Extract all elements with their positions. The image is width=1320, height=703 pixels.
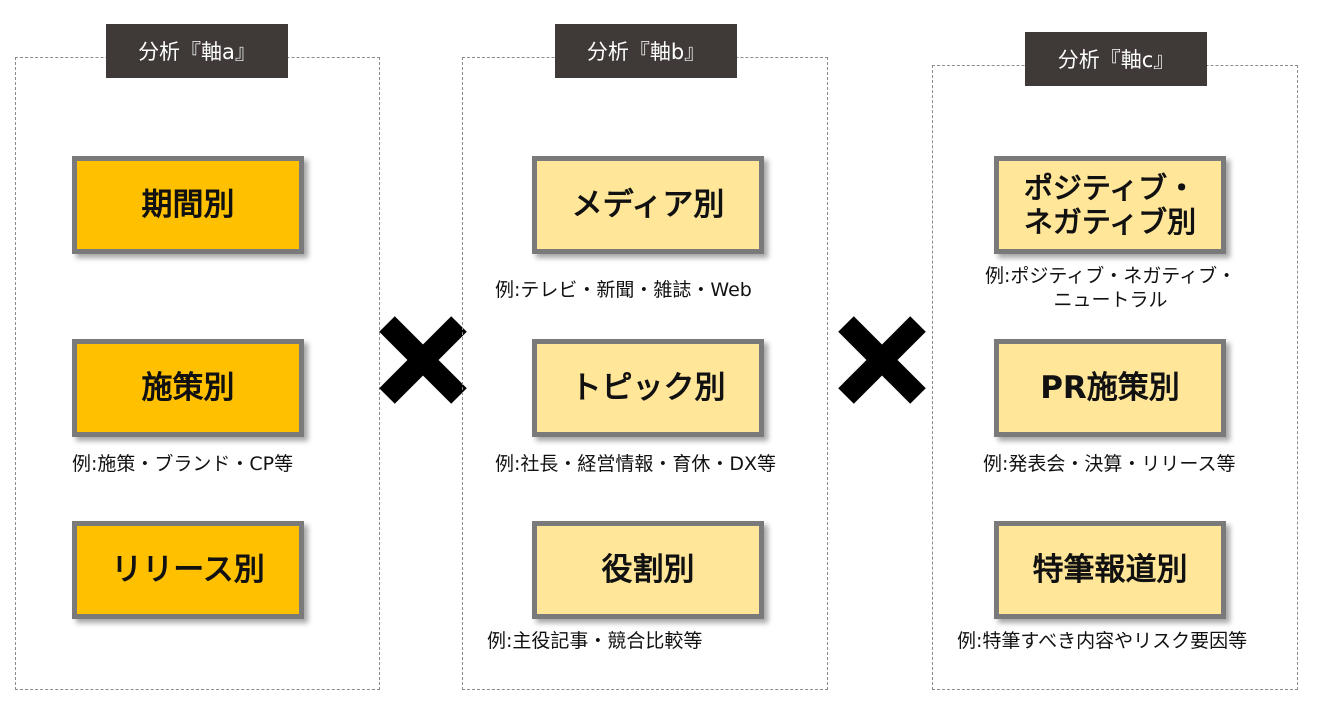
example-measure: 例:施策・ブランド・CP等: [72, 453, 294, 475]
panel-title-axis-a: 分析『軸a』: [106, 24, 288, 78]
box-topic: トピック別: [532, 339, 764, 437]
example-sentiment: 例:ポジティブ・ネガティブ・ ニュートラル: [985, 265, 1237, 311]
box-measure: 施策別: [72, 339, 304, 437]
multiply-cross-icon: [379, 316, 467, 404]
box-notable-report: 特筆報道別: [994, 521, 1226, 619]
box-media: メディア別: [532, 156, 764, 254]
example-media: 例:テレビ・新聞・雑誌・Web: [495, 279, 752, 301]
box-sentiment: ポジティブ・ ネガティブ別: [994, 156, 1226, 254]
box-period: 期間別: [72, 156, 304, 254]
panel-title-axis-b: 分析『軸b』: [555, 24, 737, 78]
example-role: 例:主役記事・競合比較等: [487, 630, 703, 652]
box-pr-measure: PR施策別: [994, 339, 1226, 437]
example-notable-report: 例:特筆すべき内容やリスク要因等: [957, 630, 1248, 652]
example-topic: 例:社長・経営情報・育休・DX等: [495, 453, 777, 475]
box-role: 役割別: [532, 521, 764, 619]
multiply-cross-icon: [838, 316, 926, 404]
example-pr-measure: 例:発表会・決算・リリース等: [983, 453, 1236, 475]
box-release: リリース別: [72, 521, 304, 619]
panel-title-axis-c: 分析『軸c』: [1025, 32, 1207, 86]
